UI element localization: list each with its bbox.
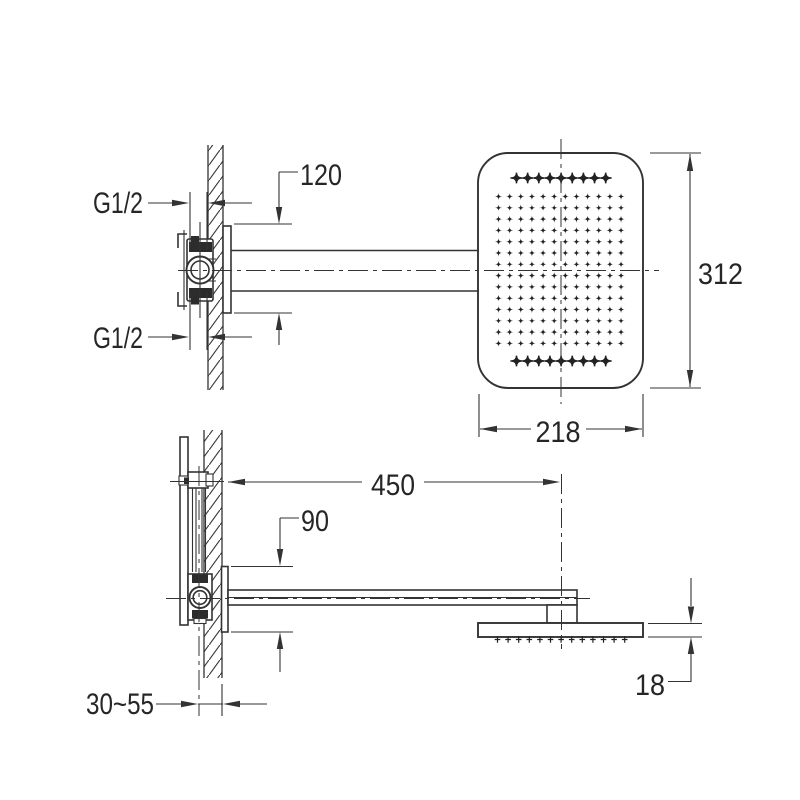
dim-312-lines bbox=[650, 152, 701, 389]
dim-thread-bottom-label: G1/2 bbox=[93, 322, 143, 355]
inlet-pipe-side bbox=[191, 488, 207, 572]
bracket-block-side bbox=[187, 573, 213, 625]
nozzle-ticks-side bbox=[494, 636, 628, 643]
dim-wall-depth: 30~55 bbox=[86, 684, 267, 721]
block-foot bbox=[193, 617, 207, 625]
mounting-plate-side bbox=[179, 436, 189, 626]
dim-90-label: 90 bbox=[301, 505, 329, 538]
dim-thread-top-arrows bbox=[172, 199, 225, 207]
dim-90-lines bbox=[231, 517, 299, 672]
dim-30-55-arrows bbox=[181, 700, 240, 708]
dim-thread-bottom: G1/2 bbox=[93, 292, 252, 355]
dimensions: G1/2 G1/2 120 312 218 450 bbox=[86, 152, 743, 721]
escutcheon-front bbox=[222, 225, 232, 314]
dim-218-label: 218 bbox=[536, 416, 581, 449]
block-bolt-top bbox=[192, 574, 208, 583]
dim-450-label: 450 bbox=[371, 469, 415, 502]
block-union-inner bbox=[192, 589, 208, 606]
fitting-body bbox=[187, 471, 209, 489]
bracket-bolt-bottom bbox=[191, 298, 199, 305]
wall-hatch-side bbox=[204, 430, 222, 678]
block-bolt-bottom bbox=[192, 610, 208, 619]
nozzle-tick-marks bbox=[494, 636, 628, 643]
dim-18-lines bbox=[648, 578, 702, 683]
dim-thread-top-label: G1/2 bbox=[93, 187, 143, 220]
dim-arm-length: 450 bbox=[228, 469, 560, 502]
dim-18-label: 18 bbox=[635, 669, 665, 702]
shower-head-side bbox=[477, 622, 644, 638]
dim-312-label: 312 bbox=[698, 258, 743, 291]
dim-18-arrows bbox=[687, 606, 695, 654]
dim-escutcheon-height-front: 120 bbox=[234, 159, 342, 345]
dim-218-arrows bbox=[480, 425, 642, 433]
dim-thread-bottom-lines bbox=[148, 292, 252, 350]
dim-120-label: 120 bbox=[300, 159, 342, 192]
dim-120-arrows bbox=[275, 207, 283, 330]
dim-thread-bottom-arrows bbox=[172, 333, 225, 341]
mounting-bracket-front bbox=[177, 222, 216, 318]
dim-head-width: 218 bbox=[478, 394, 644, 449]
bracket-bolt-top bbox=[191, 236, 199, 243]
dim-thread-top-lines bbox=[148, 192, 252, 250]
side-view bbox=[178, 430, 644, 678]
dim-120-lines bbox=[234, 171, 298, 345]
dim-30-55-label: 30~55 bbox=[86, 688, 154, 721]
wall-hatch-front bbox=[208, 145, 223, 390]
escutcheon-side bbox=[220, 565, 229, 633]
dim-thread-top: G1/2 bbox=[93, 187, 252, 250]
inlet-fitting-side bbox=[178, 471, 214, 489]
dim-escutcheon-height-side: 90 bbox=[231, 505, 329, 672]
front-view bbox=[177, 145, 644, 390]
dim-30-55-lines bbox=[156, 684, 267, 716]
dim-head-thickness: 18 bbox=[635, 578, 702, 702]
dim-head-height: 312 bbox=[650, 152, 743, 389]
fitting-nub bbox=[205, 473, 214, 487]
dim-218-lines bbox=[478, 394, 644, 437]
fitting-bolt-head bbox=[184, 477, 189, 484]
centerlines bbox=[166, 139, 659, 716]
shower-arm-front bbox=[231, 249, 478, 292]
